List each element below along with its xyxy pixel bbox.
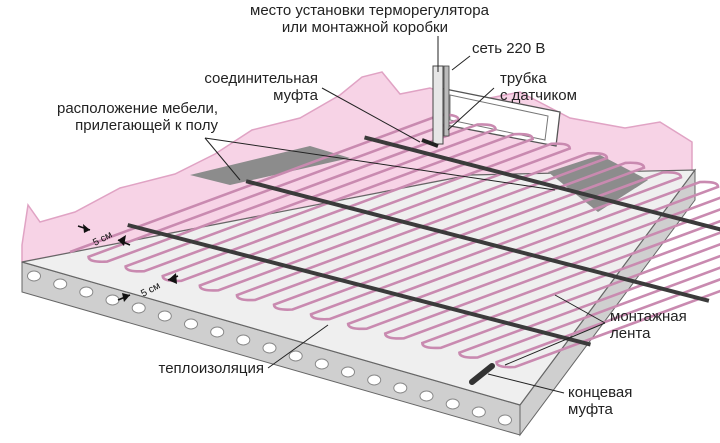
insulation-circle [210,326,225,338]
insulation-circle [445,398,460,410]
label-sensor-tube: трубка с датчиком [500,70,577,104]
insulation-circle [236,334,251,346]
insulation-circle [419,390,434,402]
label-power: сеть 220 В [472,40,545,57]
sensor-tube-riser [443,65,450,137]
label-coupling: соединительная муфта [180,70,318,104]
insulation-circle [184,318,198,330]
end-coupling [469,363,495,385]
label-tape: монтажная лента [610,308,687,342]
thermostat-riser [432,65,444,145]
label-tape-line-2: лента [610,325,651,342]
label-coupling-line-1: соединительная [204,70,318,87]
insulation-circle [79,286,94,298]
insulation-circle [288,350,303,362]
furniture-block-left [190,146,350,185]
label-sensor-tube-line-2: с датчиком [500,87,577,104]
insulation-circle [131,302,146,314]
insulation-circle [393,382,408,394]
label-furniture-line-1: расположение мебели, [56,100,218,117]
insulation-circle [27,270,41,282]
label-thermostat: место установки терморегулятора или монт… [250,2,489,36]
mounting-tapes [127,135,720,347]
insulation-circle [157,310,172,322]
insulation-circle [314,358,329,370]
insulation-circles [27,270,512,426]
label-sensor-tube-line-1: трубка [500,70,547,87]
label-thermostat-line-2: или монтажной коробки [281,19,448,36]
insulation-circle [471,406,486,418]
insulation-circle [53,278,68,290]
label-insulation: теплоизоляция [150,360,265,377]
label-coupling-line-2: муфта [273,87,318,104]
mounting-tape [127,223,592,347]
insulation-circle [367,374,382,386]
insulation-circle [498,414,512,426]
label-end-coupling-line-1: концевая [568,384,633,401]
label-tape-line-1: монтажная [610,308,687,325]
insulation-circle [262,342,277,354]
label-insulation-line-1: теплоизоляция [158,360,265,377]
mounting-tape [363,135,720,232]
coupling-joint [421,138,439,148]
label-end-coupling: концевая муфта [568,384,632,418]
screed-top [21,169,697,406]
leader-lines [204,36,606,394]
label-thermostat-line-1: место установки терморегулятора [250,2,489,19]
insulation-circle [105,294,120,306]
insulation-circle [341,366,355,378]
label-end-coupling-line-2: муфта [568,401,613,418]
label-power-line-1: сеть 220 В [472,40,546,57]
label-furniture: расположение мебели, прилегающей к полу [4,100,218,134]
mounting-tape [245,179,710,303]
label-furniture-line-2: прилегающей к полу [75,117,218,134]
